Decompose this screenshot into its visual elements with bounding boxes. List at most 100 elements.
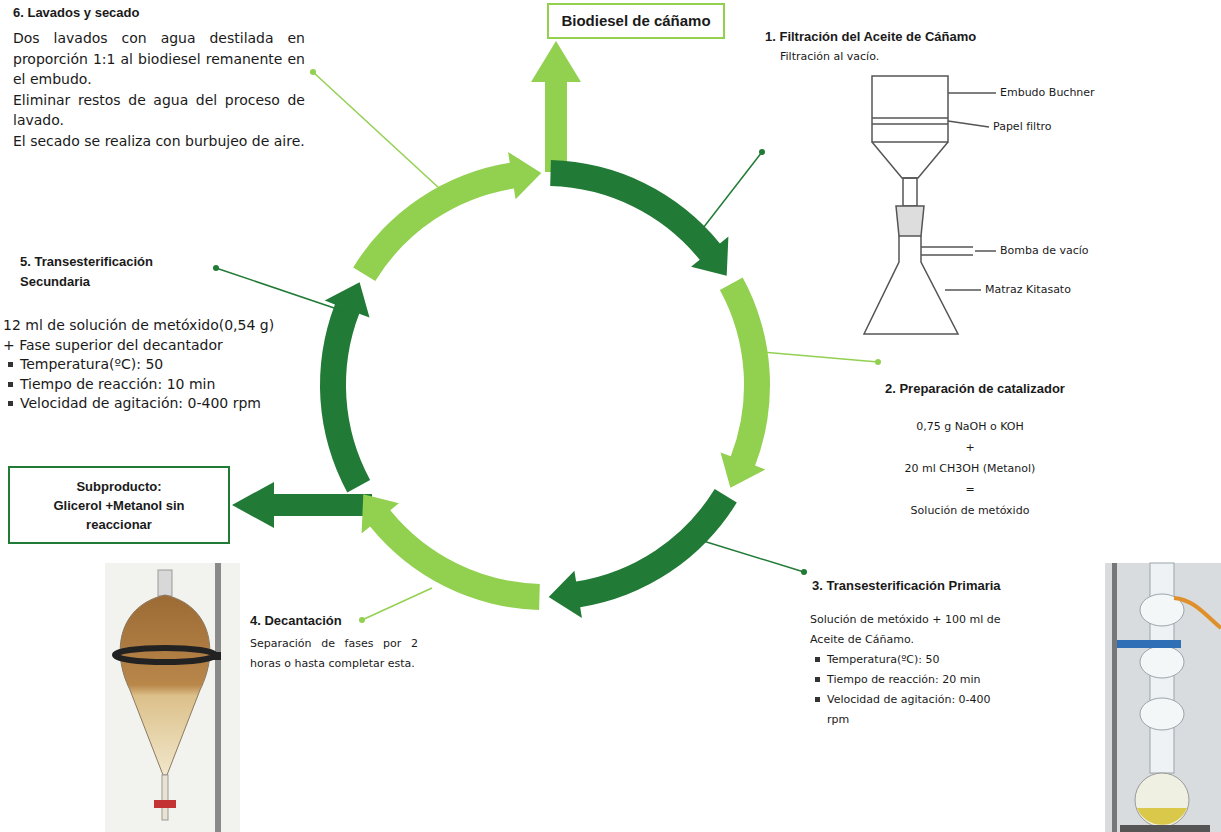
ring-clamp: [115, 648, 215, 662]
product-arrow: [531, 41, 581, 172]
cycle-arrow: [362, 494, 540, 610]
stand-rod: [215, 563, 221, 832]
part-label: Bomba de vacío: [1000, 242, 1089, 260]
step-text: Filtración al vacío.: [765, 47, 1025, 67]
kitasato-flask: [864, 236, 958, 334]
bullet-mark: [8, 362, 13, 367]
step-block: 3. Transesterificación PrimariaSolución …: [810, 576, 1010, 730]
bullet-text: Velocidad de agitación: 0-400 rpm: [827, 690, 1010, 730]
step-text: Eliminar restos de agua del proceso de l…: [13, 90, 305, 131]
label-line: [975, 250, 996, 252]
photo-ground: [1105, 563, 1221, 832]
cycle-arrow: [320, 282, 370, 492]
step-text: + Fase superior del decantador: [3, 336, 338, 356]
side-arm: [921, 247, 973, 255]
leader-dot: [875, 359, 881, 365]
cycle-arrow: [353, 152, 541, 281]
label-line: [948, 92, 996, 94]
funnel-cone: [872, 142, 948, 178]
part-label: Matraz Kitasato: [985, 281, 1071, 299]
leader-dot: [759, 149, 765, 155]
bullet-text: Tiempo de reacción: 10 min: [20, 375, 338, 395]
bullet-item: Tiempo de reacción: 10 min: [3, 375, 338, 395]
node-text: Subproducto: Glicerol +Metanol sin reacc…: [52, 477, 187, 534]
label-line: [945, 289, 981, 291]
operator-sign: =: [845, 479, 1095, 500]
label-line: [948, 121, 989, 127]
step-block: 6. Lavados y secadoDos lavados con agua …: [13, 3, 305, 151]
step-text: Solución de metóxido + 100 ml de Aceite …: [810, 610, 1010, 650]
step-heading: 4. Decantación: [250, 611, 418, 631]
condenser-bulb: [1140, 646, 1184, 678]
cycle-arrow: [720, 278, 770, 488]
leader-line: [313, 72, 452, 200]
bullet-mark: [815, 697, 820, 702]
bullet-item: Temperatura(ºC): 50: [3, 355, 338, 375]
leader-lines: [213, 69, 881, 623]
step-text: 12 ml de solución de metóxido(0,54 g): [3, 316, 338, 336]
bullet-text: Tiempo de reacción: 20 min: [827, 670, 1010, 690]
funnel-stem: [162, 775, 168, 820]
step-heading: 2. Preparación de catalizador: [845, 379, 1095, 399]
leader-line: [762, 352, 878, 362]
byproduct-box: Subproducto: Glicerol +Metanol sin reacc…: [8, 466, 230, 544]
leader-dot: [359, 617, 365, 623]
reactor-photo: [1105, 563, 1221, 832]
step-block: 5. Transesterificación Secundaria 12 ml d…: [3, 252, 338, 414]
step-heading: 6. Lavados y secado: [13, 3, 305, 23]
formula-text: 0,75 g NaOH o KOH: [845, 416, 1095, 437]
formula-text: Solución de metóxido: [845, 500, 1095, 521]
step-text: El secado se realiza con burbujeo de air…: [13, 131, 305, 152]
bullet-mark: [8, 382, 13, 387]
node-text: Biodiesel de cáñamo: [561, 11, 710, 31]
bullet-item: Tiempo de reacción: 20 min: [810, 670, 1010, 690]
water-hose: [1174, 598, 1221, 628]
operator-sign: +: [845, 437, 1095, 458]
formula-text: 20 ml CH3OH (Metanol): [845, 458, 1095, 479]
rubber-stopper: [896, 206, 924, 236]
leader-line: [700, 540, 804, 572]
step-heading: 1. Filtración del Aceite de Cáñamo: [765, 27, 1025, 47]
step-text: Dos lavados con agua destilada en propor…: [13, 28, 305, 90]
funnel-stopper: [158, 570, 172, 596]
bullet-text: Temperatura(ºC): 50: [20, 355, 338, 375]
bullet-text: Temperatura(ºC): 50: [827, 650, 1010, 670]
step-block: 1. Filtración del Aceite de CáñamoFiltra…: [765, 27, 1025, 67]
funnel-body: [120, 595, 210, 775]
bullet-mark: [8, 401, 13, 406]
step-block: 2. Preparación de catalizador 0,75 g NaOH…: [845, 379, 1095, 521]
funnel-stem: [903, 178, 917, 206]
bullet-item: Velocidad de agitación: 0-400 rpm: [3, 394, 338, 414]
leader-dot: [213, 265, 219, 271]
bullet-mark: [815, 677, 820, 682]
separatory-funnel-photo: [105, 563, 240, 832]
leader-dot: [801, 569, 807, 575]
condenser-bulb: [1140, 698, 1184, 730]
oil-liquid: [1137, 808, 1187, 825]
cycle-arrow: [550, 160, 728, 276]
bullet-item: Temperatura(ºC): 50: [810, 650, 1010, 670]
leader-dot: [310, 69, 316, 75]
part-label: Embudo Buchner: [1000, 84, 1095, 102]
leader-line: [216, 268, 346, 312]
filter-plate: [872, 117, 948, 119]
step-text: Separación de fases por 2 horas o hasta …: [250, 634, 418, 674]
photo-ground: [105, 563, 240, 832]
bullet-mark: [815, 657, 820, 662]
cycle-ring: [320, 152, 770, 618]
bullet-text: Velocidad de agitación: 0-400 rpm: [20, 394, 338, 414]
step-heading: 3. Transesterificación Primaria: [810, 576, 1010, 596]
hot-plate: [1120, 825, 1210, 832]
product-box: Biodiesel de cáñamo: [547, 3, 725, 39]
step-heading: 5. Transesterificación Secundaria: [20, 252, 215, 292]
filtration-apparatus: [864, 76, 996, 334]
buchner-funnel: [872, 76, 948, 142]
step-block: 4. DecantaciónSeparación de fases por 2 …: [250, 611, 418, 674]
bullet-item: Velocidad de agitación: 0-400 rpm: [810, 690, 1010, 730]
part-label: Papel filtro: [993, 118, 1052, 136]
reaction-flask: [1135, 773, 1189, 827]
cycle-arrow: [549, 489, 737, 618]
leader-line: [362, 588, 432, 620]
leader-line: [700, 152, 762, 232]
clamp-bar: [212, 652, 221, 660]
